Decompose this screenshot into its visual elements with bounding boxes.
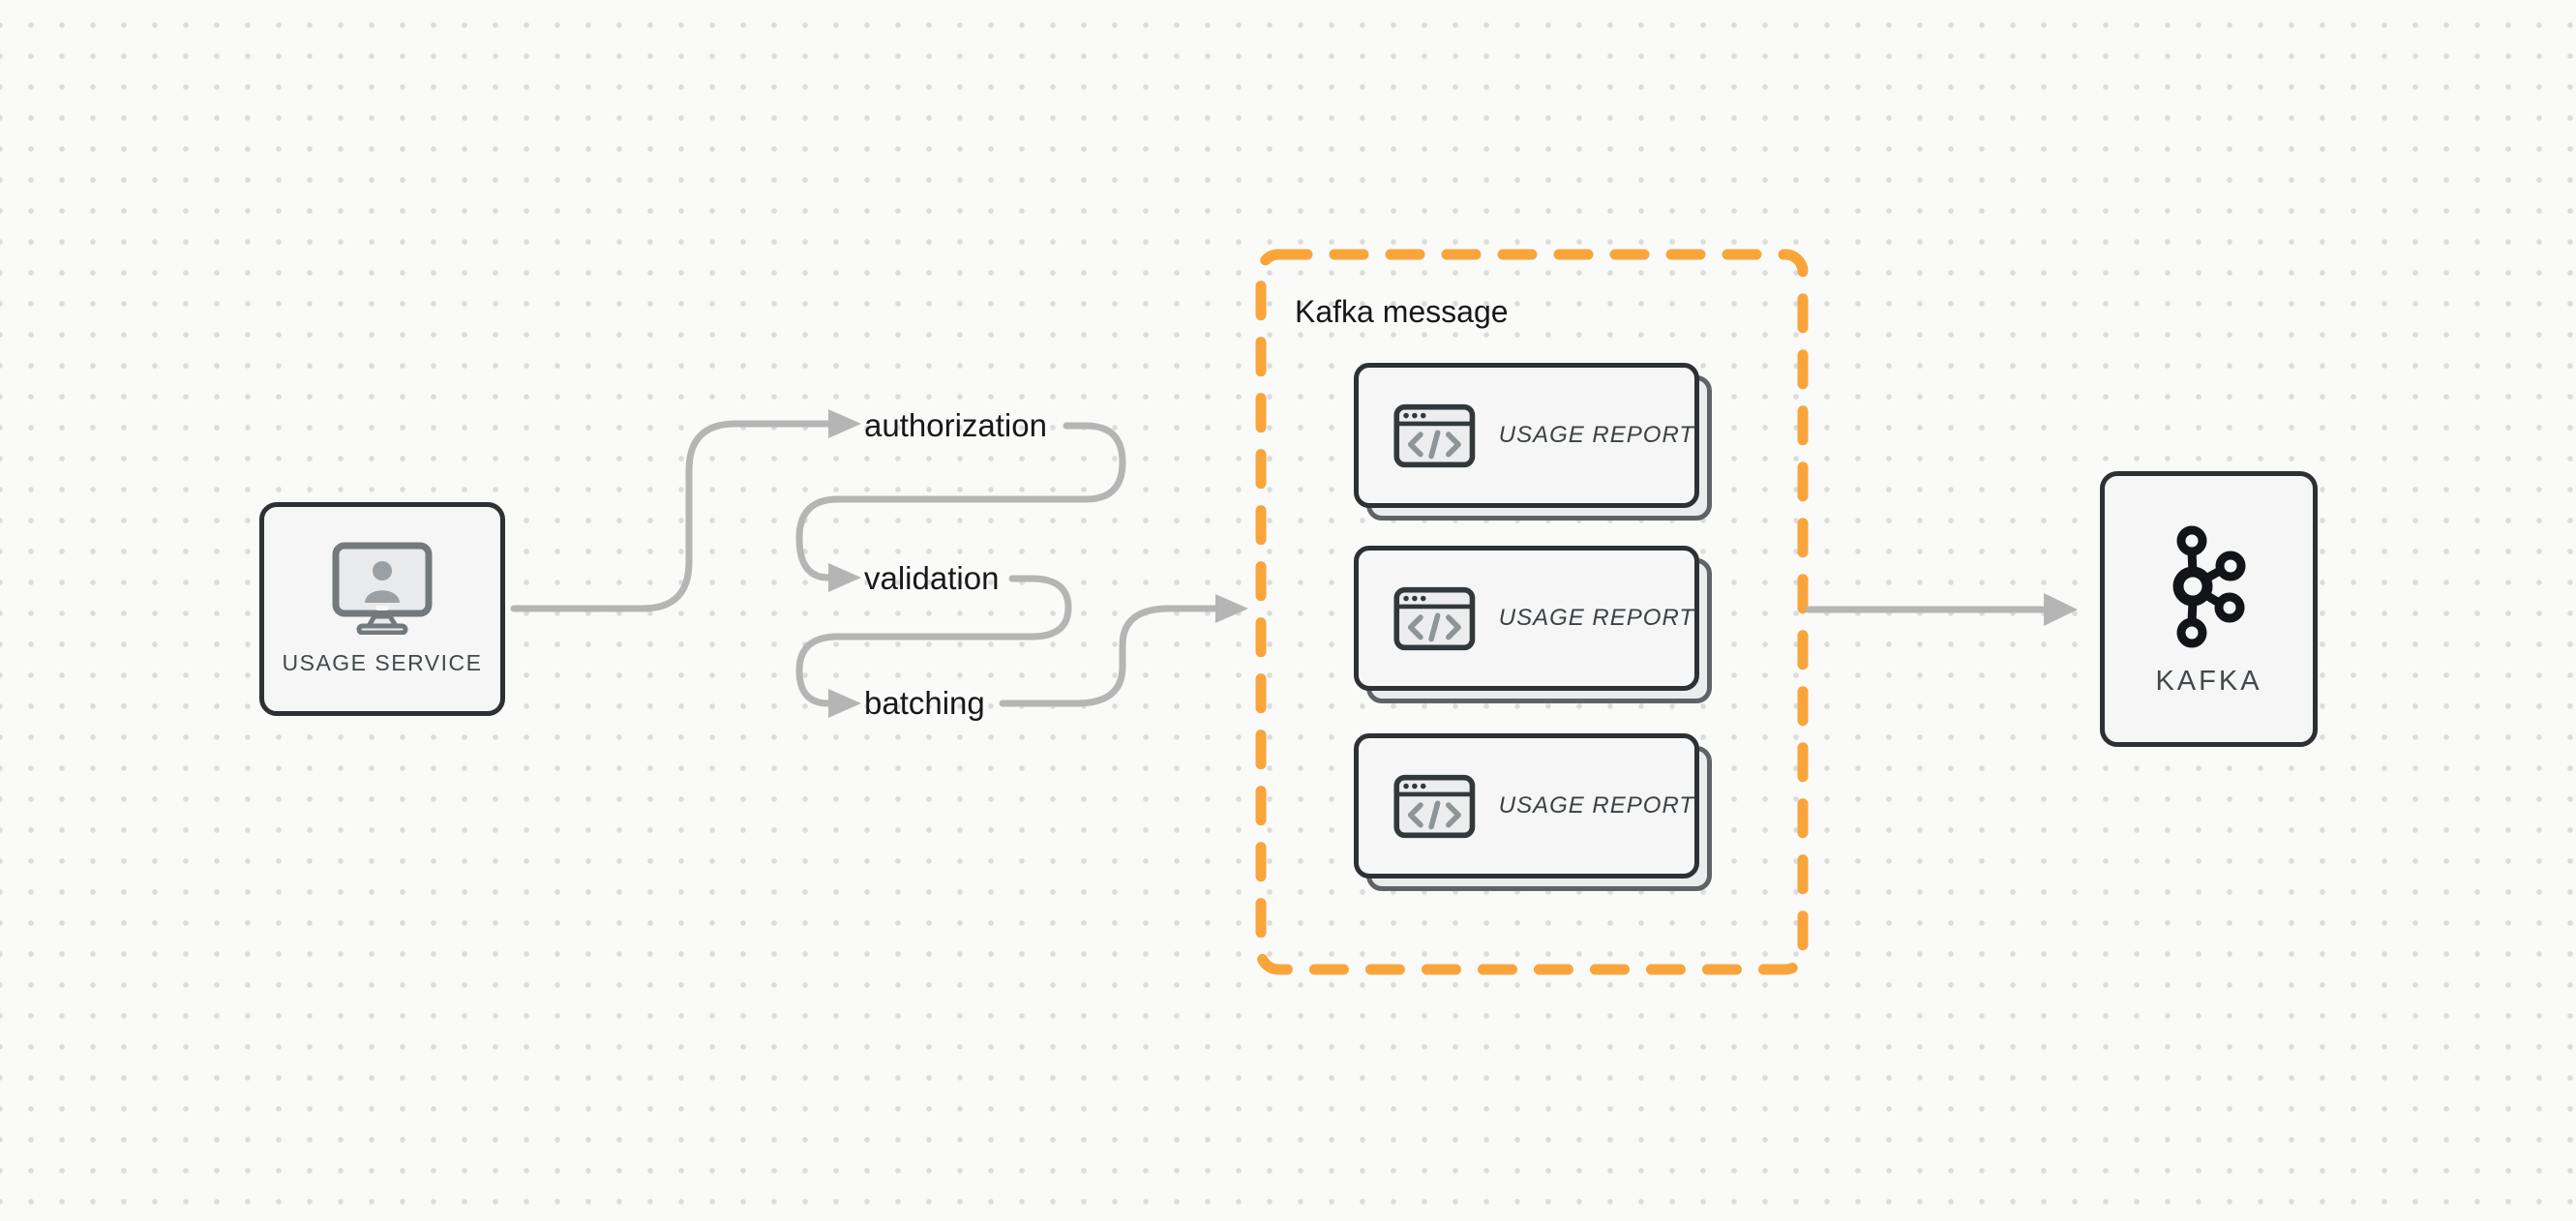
usage-report-card-1: USAGE REPORT <box>1354 363 1712 521</box>
arrowhead-authorization <box>828 409 861 438</box>
arrowhead-kafka-message <box>1215 594 1248 623</box>
dashed-group-border <box>1255 249 1809 975</box>
code-window-icon <box>1393 403 1476 467</box>
node-usage-service: USAGE SERVICE <box>259 502 505 716</box>
usage-report-card-1-front: USAGE REPORT <box>1354 363 1699 508</box>
arrow-usage-service-to-authorization <box>510 420 834 612</box>
arrowhead-validation <box>828 563 861 592</box>
usage-service-label: USAGE SERVICE <box>282 650 483 675</box>
usage-report-label: USAGE REPORT <box>1498 792 1694 819</box>
arrowhead-kafka <box>2044 593 2078 626</box>
usage-report-card-3: USAGE REPORT <box>1354 733 1712 891</box>
usage-report-card-2: USAGE REPORT <box>1354 546 1712 703</box>
kafka-logo-icon <box>2172 525 2245 648</box>
usage-report-label: USAGE REPORT <box>1498 422 1694 448</box>
usage-report-label: USAGE REPORT <box>1498 605 1694 631</box>
step-authorization: authorization <box>864 407 1047 443</box>
arrow-batching-to-kafka-message <box>999 605 1219 707</box>
step-validation: validation <box>864 560 1000 596</box>
monitor-user-icon <box>332 542 433 635</box>
kafka-label: KAFKA <box>2155 666 2262 697</box>
code-window-icon <box>1393 586 1476 650</box>
step-batching: batching <box>864 685 985 721</box>
arrow-validation-to-batching <box>795 575 1072 707</box>
arrowhead-batching <box>828 689 861 718</box>
code-window-icon <box>1393 774 1476 838</box>
usage-report-card-3-front: USAGE REPORT <box>1354 733 1699 879</box>
usage-report-card-2-front: USAGE REPORT <box>1354 546 1699 691</box>
node-kafka: KAFKA <box>2100 471 2318 747</box>
kafka-message-group-title: Kafka message <box>1295 294 1509 329</box>
arrow-authorization-to-validation <box>795 422 1126 581</box>
